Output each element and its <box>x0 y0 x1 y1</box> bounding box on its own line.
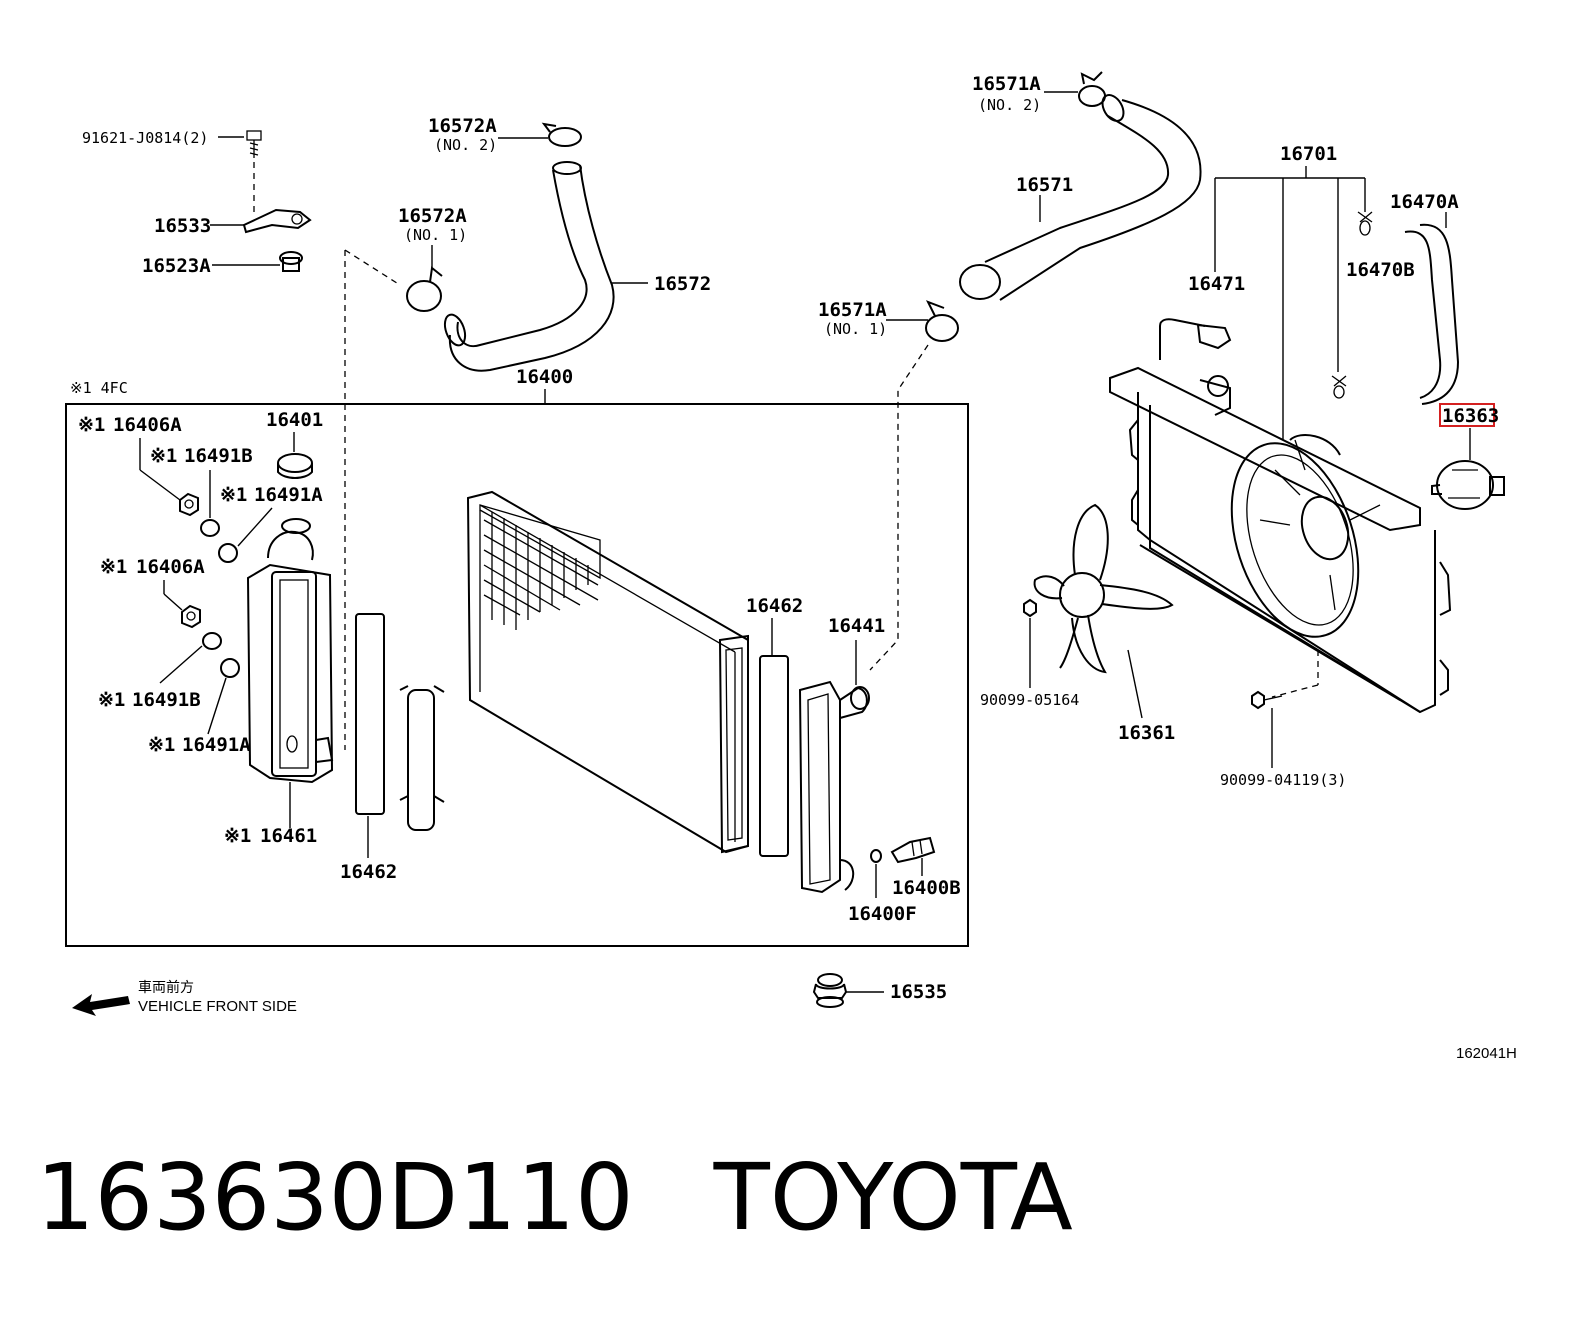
label-16571A-no2-sub: (NO. 2) <box>978 96 1041 114</box>
label-16400F: 16400F <box>848 903 917 925</box>
label-16471: 16471 <box>1188 273 1245 295</box>
label-16701: 16701 <box>1280 143 1337 165</box>
front-label-en: VEHICLE FRONT SIDE <box>138 998 297 1015</box>
mark-16491A-mid: ※1 <box>148 734 175 756</box>
oring-16400F <box>870 849 882 863</box>
label-16571A-no1: 16571A <box>818 299 887 321</box>
clamp-16572A-no2 <box>541 122 582 147</box>
highlight-box-16363 <box>1439 403 1495 427</box>
label-16401: 16401 <box>266 409 323 431</box>
radiator-group-box <box>65 403 969 947</box>
clamp-16571A-no1 <box>925 300 959 342</box>
mark-16406A-top: ※1 <box>78 414 105 436</box>
oring-16491A-top <box>218 543 238 563</box>
mark-16491B-top: ※1 <box>150 445 177 467</box>
gasket-16462-right <box>759 655 789 857</box>
label-90099-05164: 90099-05164 <box>980 691 1079 709</box>
drain-cock-16400B <box>890 836 936 864</box>
label-16400: 16400 <box>516 366 573 388</box>
label-16523A: 16523A <box>142 255 211 277</box>
mark-16406A-mid: ※1 <box>100 556 127 578</box>
mark-16491B-mid: ※1 <box>98 689 125 711</box>
hose-16571 <box>959 94 1202 301</box>
label-16571: 16571 <box>1016 174 1073 196</box>
shroud-16701 <box>1109 366 1452 714</box>
label-16406A-top: 16406A <box>113 414 182 436</box>
radiator-parts-diagram: 91621-J0814(2) 16533 16523A 16572A (NO. … <box>65 71 1517 1062</box>
part-number: 163630D110 <box>36 1144 634 1251</box>
fan-16361 <box>1033 503 1174 674</box>
label-16572A-no1: 16572A <box>398 205 467 227</box>
clip-16470B-lower <box>1331 375 1347 399</box>
radiator-cap-16401 <box>277 453 313 479</box>
washer-16491B-mid <box>202 632 222 650</box>
grommet-16523A <box>279 251 303 272</box>
label-16535: 16535 <box>890 981 947 1003</box>
label-16572A-no1-sub: (NO. 1) <box>404 226 467 244</box>
bolt-91621 <box>246 130 262 158</box>
bracket-16533 <box>242 208 312 234</box>
mark-16461: ※1 <box>224 825 251 847</box>
cushion-16535 <box>812 973 848 1008</box>
brand-name: TOYOTA <box>713 1144 1073 1251</box>
label-16491A-top: 16491A <box>254 484 323 506</box>
radiator-core <box>466 490 749 854</box>
label-16462-right: 16462 <box>746 595 803 617</box>
fan-motor-16363[interactable] <box>1431 460 1505 510</box>
note-4fc: ※1 4FC <box>70 379 128 397</box>
label-90099-04119: 90099-04119(3) <box>1220 771 1346 789</box>
label-16571A-no2: 16571A <box>972 73 1041 95</box>
label-16462-left: 16462 <box>340 861 397 883</box>
label-16470A: 16470A <box>1390 191 1459 213</box>
label-16400B: 16400B <box>892 877 961 899</box>
bracket-16471 <box>1159 318 1232 360</box>
label-16361: 16361 <box>1118 722 1175 744</box>
nut-16406A-top <box>179 492 199 517</box>
label-16491A-mid: 16491A <box>182 734 251 756</box>
label-16572A-no2-sub: (NO. 2) <box>434 136 497 154</box>
hose-16470A <box>1404 223 1460 405</box>
label-91621-J0814: 91621-J0814(2) <box>82 129 208 147</box>
right-tank-16441 <box>798 680 870 894</box>
clamp-16571A-no2 <box>1078 71 1106 107</box>
front-label-jp: 車両前方 <box>138 979 194 996</box>
label-16533: 16533 <box>154 215 211 237</box>
hose-16572 <box>443 161 615 372</box>
mark-16491A-top: ※1 <box>220 484 247 506</box>
washer-16491B-top <box>200 519 220 537</box>
clip-16470B <box>1357 211 1373 236</box>
label-16441: 16441 <box>828 615 885 637</box>
label-16491B-mid: 16491B <box>132 689 201 711</box>
nut-16406A-mid <box>181 604 201 629</box>
oring-16491A-mid <box>220 658 240 678</box>
label-16572A-no2: 16572A <box>428 115 497 137</box>
label-16461: 16461 <box>260 825 317 847</box>
label-16406A-mid: 16406A <box>136 556 205 578</box>
side-plate-left <box>399 685 445 831</box>
figure-number: 162041H <box>1456 1045 1517 1062</box>
nut-90099-05164 <box>1023 598 1037 618</box>
gasket-16462-left <box>355 613 385 815</box>
label-16571A-no1-sub: (NO. 1) <box>824 320 887 338</box>
left-tank-16461 <box>246 518 334 784</box>
part-caption: 163630D110 TOYOTA <box>36 1138 1073 1258</box>
bolt-90099-04119 <box>1251 690 1283 710</box>
label-16363[interactable]: 16363 <box>1442 405 1499 427</box>
label-16470B: 16470B <box>1346 259 1415 281</box>
clamp-16572A-no1 <box>406 266 443 312</box>
label-16572: 16572 <box>654 273 711 295</box>
label-16491B-top: 16491B <box>184 445 253 467</box>
front-arrow-icon <box>72 994 130 1016</box>
